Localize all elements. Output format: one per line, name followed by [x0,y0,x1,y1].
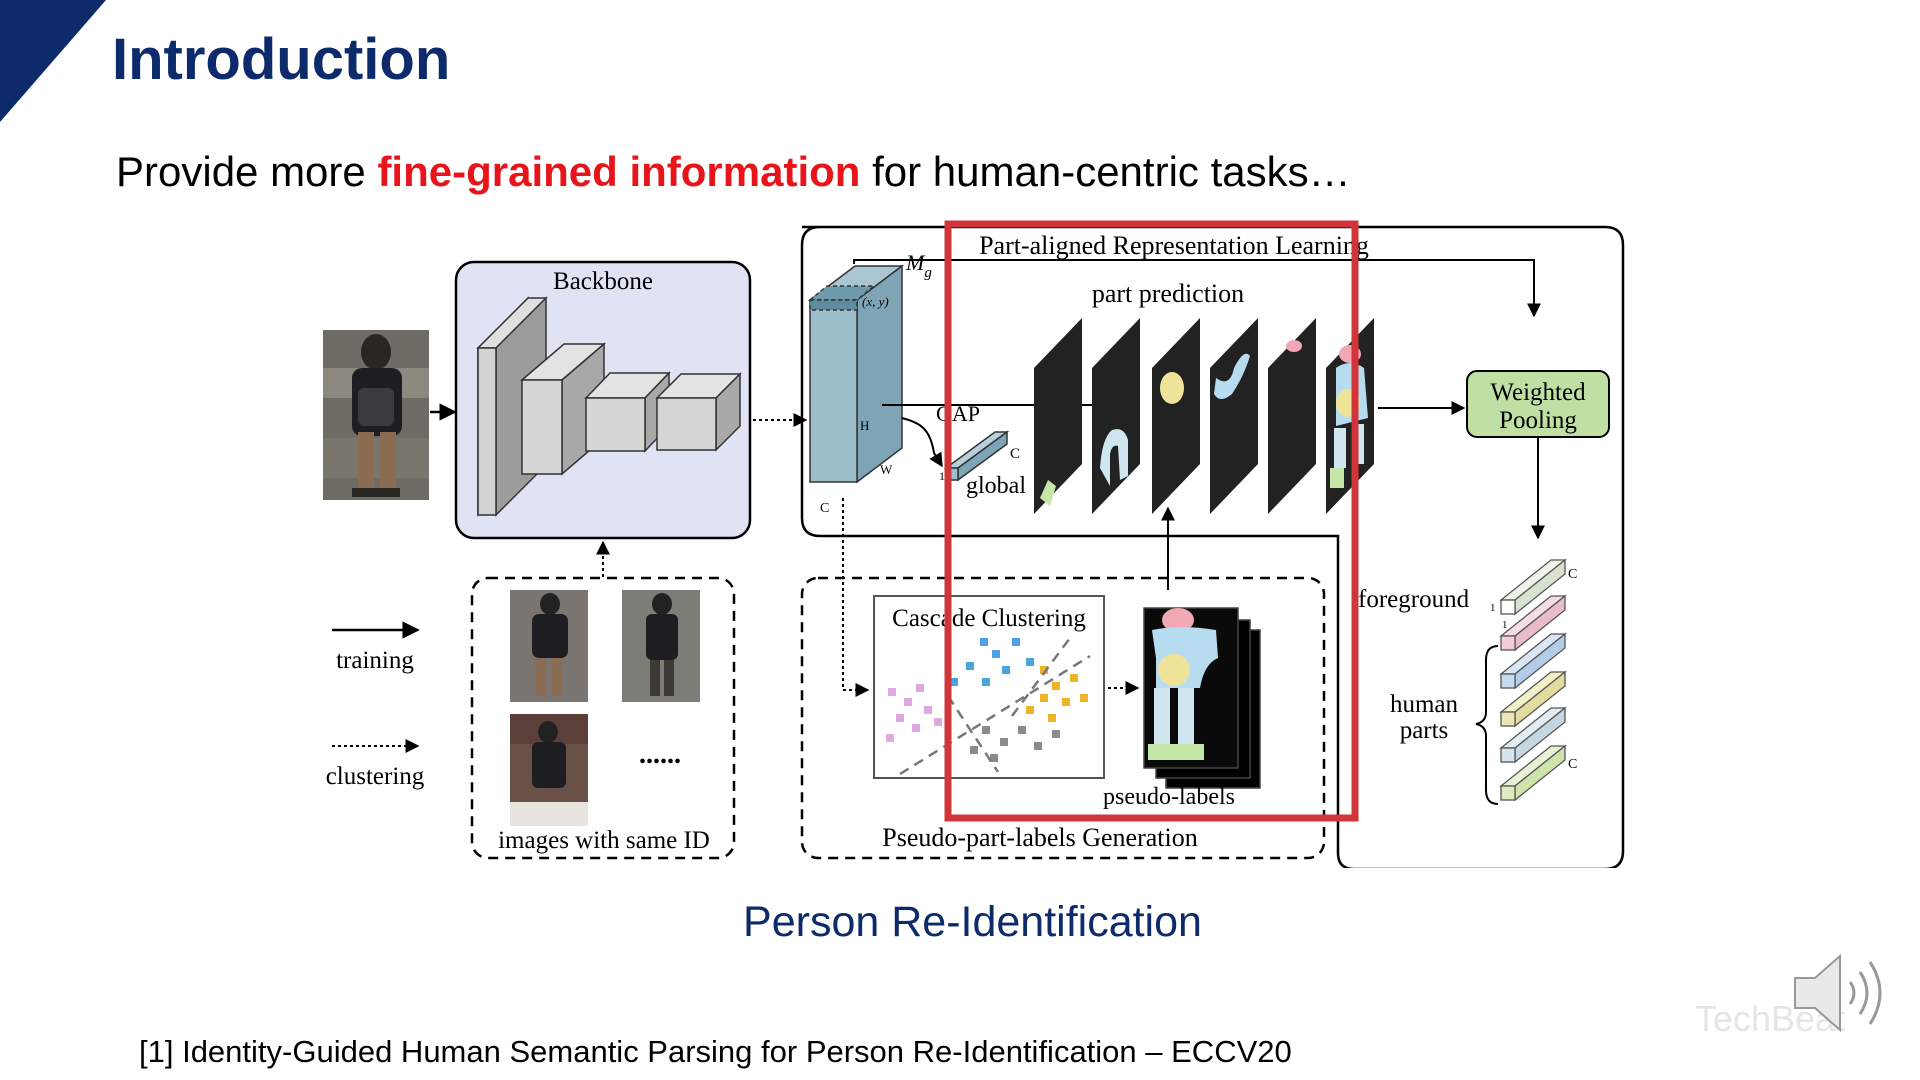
part-map [1268,318,1316,514]
part-map [1034,318,1082,514]
same-id-label: images with same ID [498,827,710,854]
fg-1b-label: 1 [1502,619,1508,631]
highlight-box [944,220,1359,822]
ellipsis-label: ...... [639,739,681,770]
cluster-boundaries [899,637,1091,776]
ppl-generation-label: Pseudo-part-labels Generation [882,823,1198,852]
part-map [1152,318,1200,514]
output-vectors [1499,558,1567,802]
reference-citation: [1] Identity-Guided Human Semantic Parsi… [139,1034,1292,1069]
pooling-label: Pooling [1499,407,1577,434]
dim-h-label: H [860,418,869,433]
global-1a-label: 1 [939,469,945,483]
figure-caption: Person Re-Identification [743,898,1202,946]
part-vector [1499,744,1567,802]
pseudo-label-maps [1143,607,1261,789]
backbone-label: Backbone [553,268,653,295]
foreground-vector [1499,558,1567,616]
weighted-pooling-box [1466,370,1610,438]
part-vector [1499,670,1567,728]
human-label: human [1390,691,1459,718]
speaker-icon[interactable] [1790,948,1900,1038]
parts-brace [1475,645,1499,805]
xy-label: (x, y) [862,294,889,309]
part-prediction-label: part prediction [1092,279,1244,308]
main-frame [800,225,1625,868]
corner-decoration [0,0,106,122]
pseudo-labels-label: pseudo-labels [1103,784,1235,810]
architecture-diagram: Backbone Mg (x, y) H [323,220,1625,868]
mg-label: Mg [905,250,932,281]
mg-subscript: g [924,265,932,281]
dim-c-label: C [820,501,829,516]
cluster-points [886,638,1088,762]
same-id-image-2 [622,590,700,702]
fg-1-label: 1 [1490,602,1496,614]
parts-label: parts [1400,717,1449,744]
foreground-label: foreground [1358,586,1470,613]
part-vector [1499,632,1567,690]
same-id-image-1 [510,590,588,702]
weighted-label: Weighted [1490,379,1586,406]
global-c-label: C [1010,446,1020,462]
subtitle-post: for human-centric tasks… [860,148,1351,195]
part-map [1092,318,1140,514]
prl-title: Part-aligned Representation Learning [979,231,1369,260]
subtitle-highlight: fine-grained information [377,148,861,195]
global-label: global [966,473,1026,499]
part-vector [1499,594,1567,652]
feature-map-mg [807,264,905,484]
ppl-generation-box [800,576,1326,860]
same-id-box [470,576,736,860]
subtitle-pre: Provide more [116,148,378,195]
part-map [1326,318,1374,514]
slide-title: Introduction [112,27,451,92]
legend-clustering: clustering [326,763,425,790]
slide-subtitle: Provide more fine-grained information fo… [116,148,1351,196]
cascade-box [873,595,1105,779]
cascade-label: Cascade Clustering [892,605,1086,632]
input-person-image [323,330,429,500]
legend-training: training [336,647,414,674]
dim-w-label: W [880,462,893,477]
part-vector [1499,706,1567,764]
same-id-image-3 [510,714,588,826]
parts-c-label: C [1568,757,1577,772]
part-map [1210,318,1258,514]
fg-c-label: C [1568,567,1577,582]
gap-label: GAP [936,401,980,426]
part-prediction-maps [1034,318,1374,514]
backbone-layers [476,296,742,517]
